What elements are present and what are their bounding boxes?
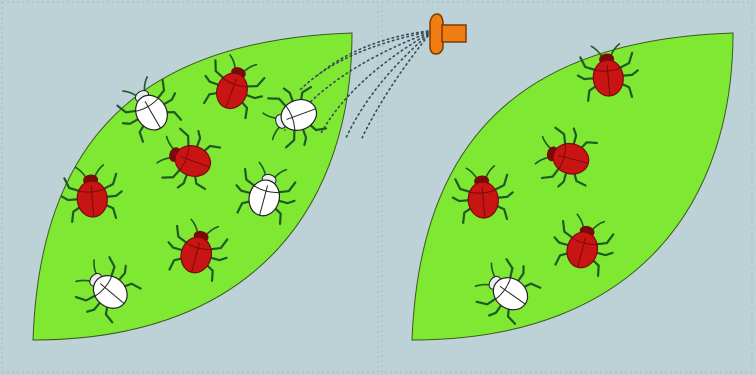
sprayer-handle (442, 25, 466, 42)
spray-stream (362, 36, 428, 138)
pesticide-sprayer-icon (430, 14, 466, 54)
sprayer-nozzle (430, 14, 443, 54)
